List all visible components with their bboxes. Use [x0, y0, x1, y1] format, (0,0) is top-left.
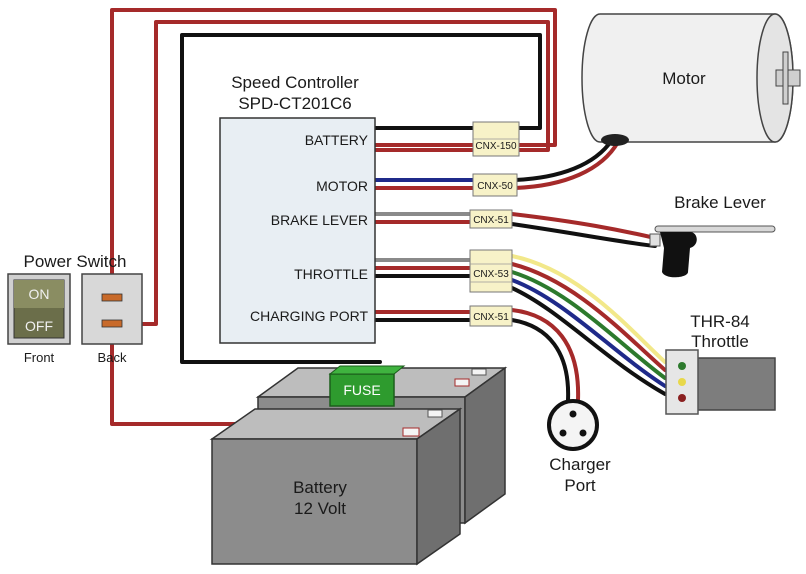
throttle-body — [665, 349, 699, 415]
throttle-indicator-red — [678, 394, 686, 402]
wire-black-throttle-out — [510, 286, 667, 396]
controller-title-line1: Speed Controller — [231, 73, 359, 92]
charger-port: Charger Port — [547, 399, 611, 495]
brake-lever-label: Brake Lever — [674, 193, 766, 212]
throttle-label-line2: Throttle — [691, 332, 749, 351]
fuse-label: FUSE — [343, 382, 380, 398]
battery-back-terminal — [454, 378, 470, 387]
connector-battery-label: CNX-150 — [475, 141, 517, 152]
wire-red-charging-out — [510, 308, 581, 402]
power-switch-front-label: Front — [24, 350, 55, 365]
power-switch-front: ON OFF Front — [7, 273, 71, 365]
connector-throttle: CNX-53 — [469, 249, 513, 293]
power-switch-on-label: ON — [29, 286, 50, 302]
power-switch: Power Switch ON OFF Front Back — [7, 252, 143, 365]
power-switch-back: Back — [81, 273, 143, 365]
connector-brake-label: CNX-51 — [473, 215, 509, 226]
connector-throttle-label: CNX-53 — [473, 269, 509, 280]
power-switch-title: Power Switch — [24, 252, 127, 271]
wire-black-brake-out — [510, 222, 657, 248]
wire-red-throttle-out — [510, 262, 667, 372]
throttle-label-line1: THR-84 — [690, 312, 750, 331]
speed-controller: Speed Controller SPD-CT201C6 BATTERY MOT… — [219, 73, 376, 344]
throttle-indicator-green — [678, 362, 686, 370]
charger-pin-left — [559, 429, 567, 437]
throttle-grip — [694, 357, 776, 411]
connector-motor-label: CNX-50 — [477, 181, 513, 192]
charger-label-line2: Port — [564, 476, 595, 495]
throttle: THR-84 Throttle — [665, 312, 776, 415]
motor-label: Motor — [662, 69, 706, 88]
power-switch-back-label: Back — [98, 350, 127, 365]
wire-black-charging-out — [510, 318, 571, 402]
wire-red-brake-out — [510, 212, 657, 240]
switch-terminal-bottom — [101, 319, 123, 328]
connector-motor: CNX-50 — [472, 173, 518, 197]
connector-charging: CNX-51 — [469, 305, 513, 327]
battery-pack: Battery 12 Volt FUSE — [209, 365, 508, 566]
port-label-charging: CHARGING PORT — [250, 308, 368, 324]
power-switch-off-label: OFF — [25, 318, 53, 334]
battery-front-terminal-pos — [402, 427, 420, 437]
motor: Motor — [581, 13, 801, 146]
controller-title-line2: SPD-CT201C6 — [238, 94, 351, 113]
battery-label-line2: 12 Volt — [294, 499, 346, 518]
port-label-battery: BATTERY — [305, 132, 369, 148]
switch-terminal-top — [101, 293, 123, 302]
charger-pin-top — [569, 410, 577, 418]
battery-label-line1: Battery — [293, 478, 347, 497]
connectors: CNX-150 CNX-50 CNX-51 CNX-53 CNX-51 — [469, 121, 520, 327]
battery-front: Battery 12 Volt — [209, 407, 463, 566]
wire-red-motor-out — [513, 140, 620, 190]
wire-black-motor-out — [513, 138, 614, 182]
brake-lever: Brake Lever — [649, 193, 776, 278]
throttle-indicator-yellow — [678, 378, 686, 386]
wire-yellow-throttle-out — [510, 254, 667, 364]
brake-lever-body — [660, 232, 697, 278]
battery-front-terminal-neg — [427, 409, 443, 418]
port-label-motor: MOTOR — [316, 178, 368, 194]
charger-label-line1: Charger — [549, 455, 611, 474]
wire-blue-throttle-out — [510, 278, 667, 388]
port-label-brake: BRAKE LEVER — [271, 212, 368, 228]
motor-wire-grommet — [601, 134, 629, 146]
charger-pin-right — [579, 429, 587, 437]
connector-brake: CNX-51 — [469, 209, 513, 229]
connector-charging-label: CNX-51 — [473, 312, 509, 323]
fuse: FUSE — [328, 365, 406, 407]
port-label-throttle: THROTTLE — [294, 266, 368, 282]
wire-green-throttle-out — [510, 270, 667, 380]
connector-battery: CNX-150 — [472, 121, 520, 157]
brake-lever-bar — [654, 225, 776, 233]
